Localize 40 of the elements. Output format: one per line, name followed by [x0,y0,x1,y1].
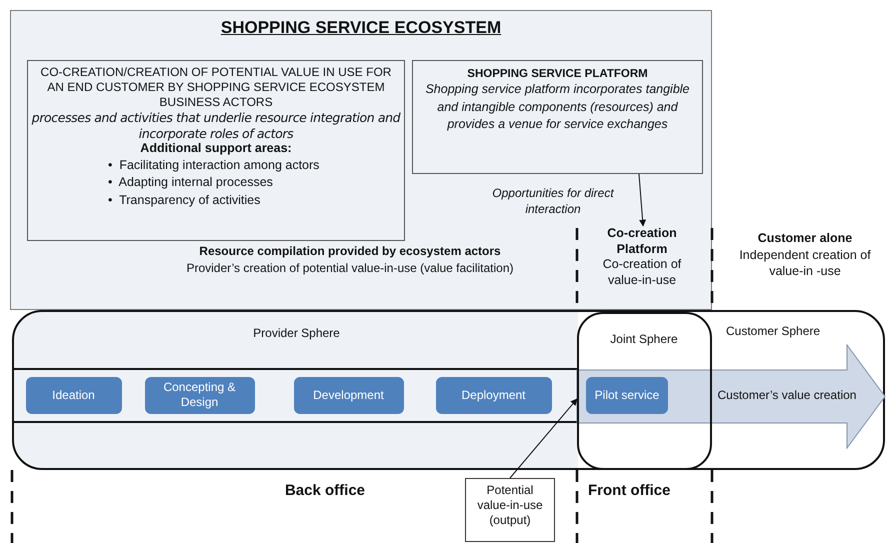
text-panel [27,60,405,241]
node-text: Co-creation of value-in-use [602,257,682,288]
panel-description: Shopping service platform incorporates tangible and intangible components (resources) and provides a venue for service exchanges [424,81,691,134]
step-label: Deployment [460,388,527,402]
panel-heading: SHOPPING SERVICE PLATFORM [466,67,649,82]
panel-heading: CO-CREATION/CREATION OF POTENTIAL VALUE IN USE FOR AN END CUSTOMER BY SHOPPING SERVICE ECOSYSTEM BUSINESS ACTORS [40,64,392,110]
ecosystem-panel [10,10,712,310]
process-box [586,377,668,414]
subheading: Additional support areas: [139,141,293,157]
column-heading: Customer alone [756,230,854,246]
step-label: Concepting & Design [162,380,237,410]
step-label: Development [312,388,385,402]
bullet-item: • Transparency of activities [108,192,262,209]
bullet-item: • Adapting internal processes [108,174,274,192]
panel-description: processes and activities that underlie resource integration and incorporate roles of actors [30,110,402,142]
bullet-item: • Facilitating interaction among actors [108,156,320,174]
text-panel [412,60,703,174]
note-text: Potential value-in-use (output) [476,482,544,528]
column-text: Independent creation of value-in -use [738,247,872,280]
edge-label: Opportunities for direct interaction [491,186,615,218]
process-box [26,376,122,414]
caption-text: Resource compilation provided by ecosystem actors [198,244,502,260]
node-heading: Co-creation Platform [606,226,678,258]
note-box [465,478,555,542]
sphere-label: Joint Sphere [609,330,679,346]
sphere-label: Provider Sphere [252,325,341,341]
area-label: Front office [588,481,672,500]
panel-title: SHOPPING SERVICE ECOSYSTEM [220,17,502,38]
step-label: Pilot service [594,388,660,403]
arrow-label: Customer’s value creation [718,388,856,402]
caption-text: Provider’s creation of potential value-in-use (value facilitation) [185,261,515,277]
process-box [144,376,254,414]
sphere-area [12,310,885,470]
sphere-label: Customer Sphere [726,324,822,340]
arrow [638,174,646,227]
process-box [436,376,552,414]
process-box [294,376,404,414]
arrow [510,398,578,478]
step-label: Ideation [51,388,96,402]
area-label: Back office [284,481,366,500]
